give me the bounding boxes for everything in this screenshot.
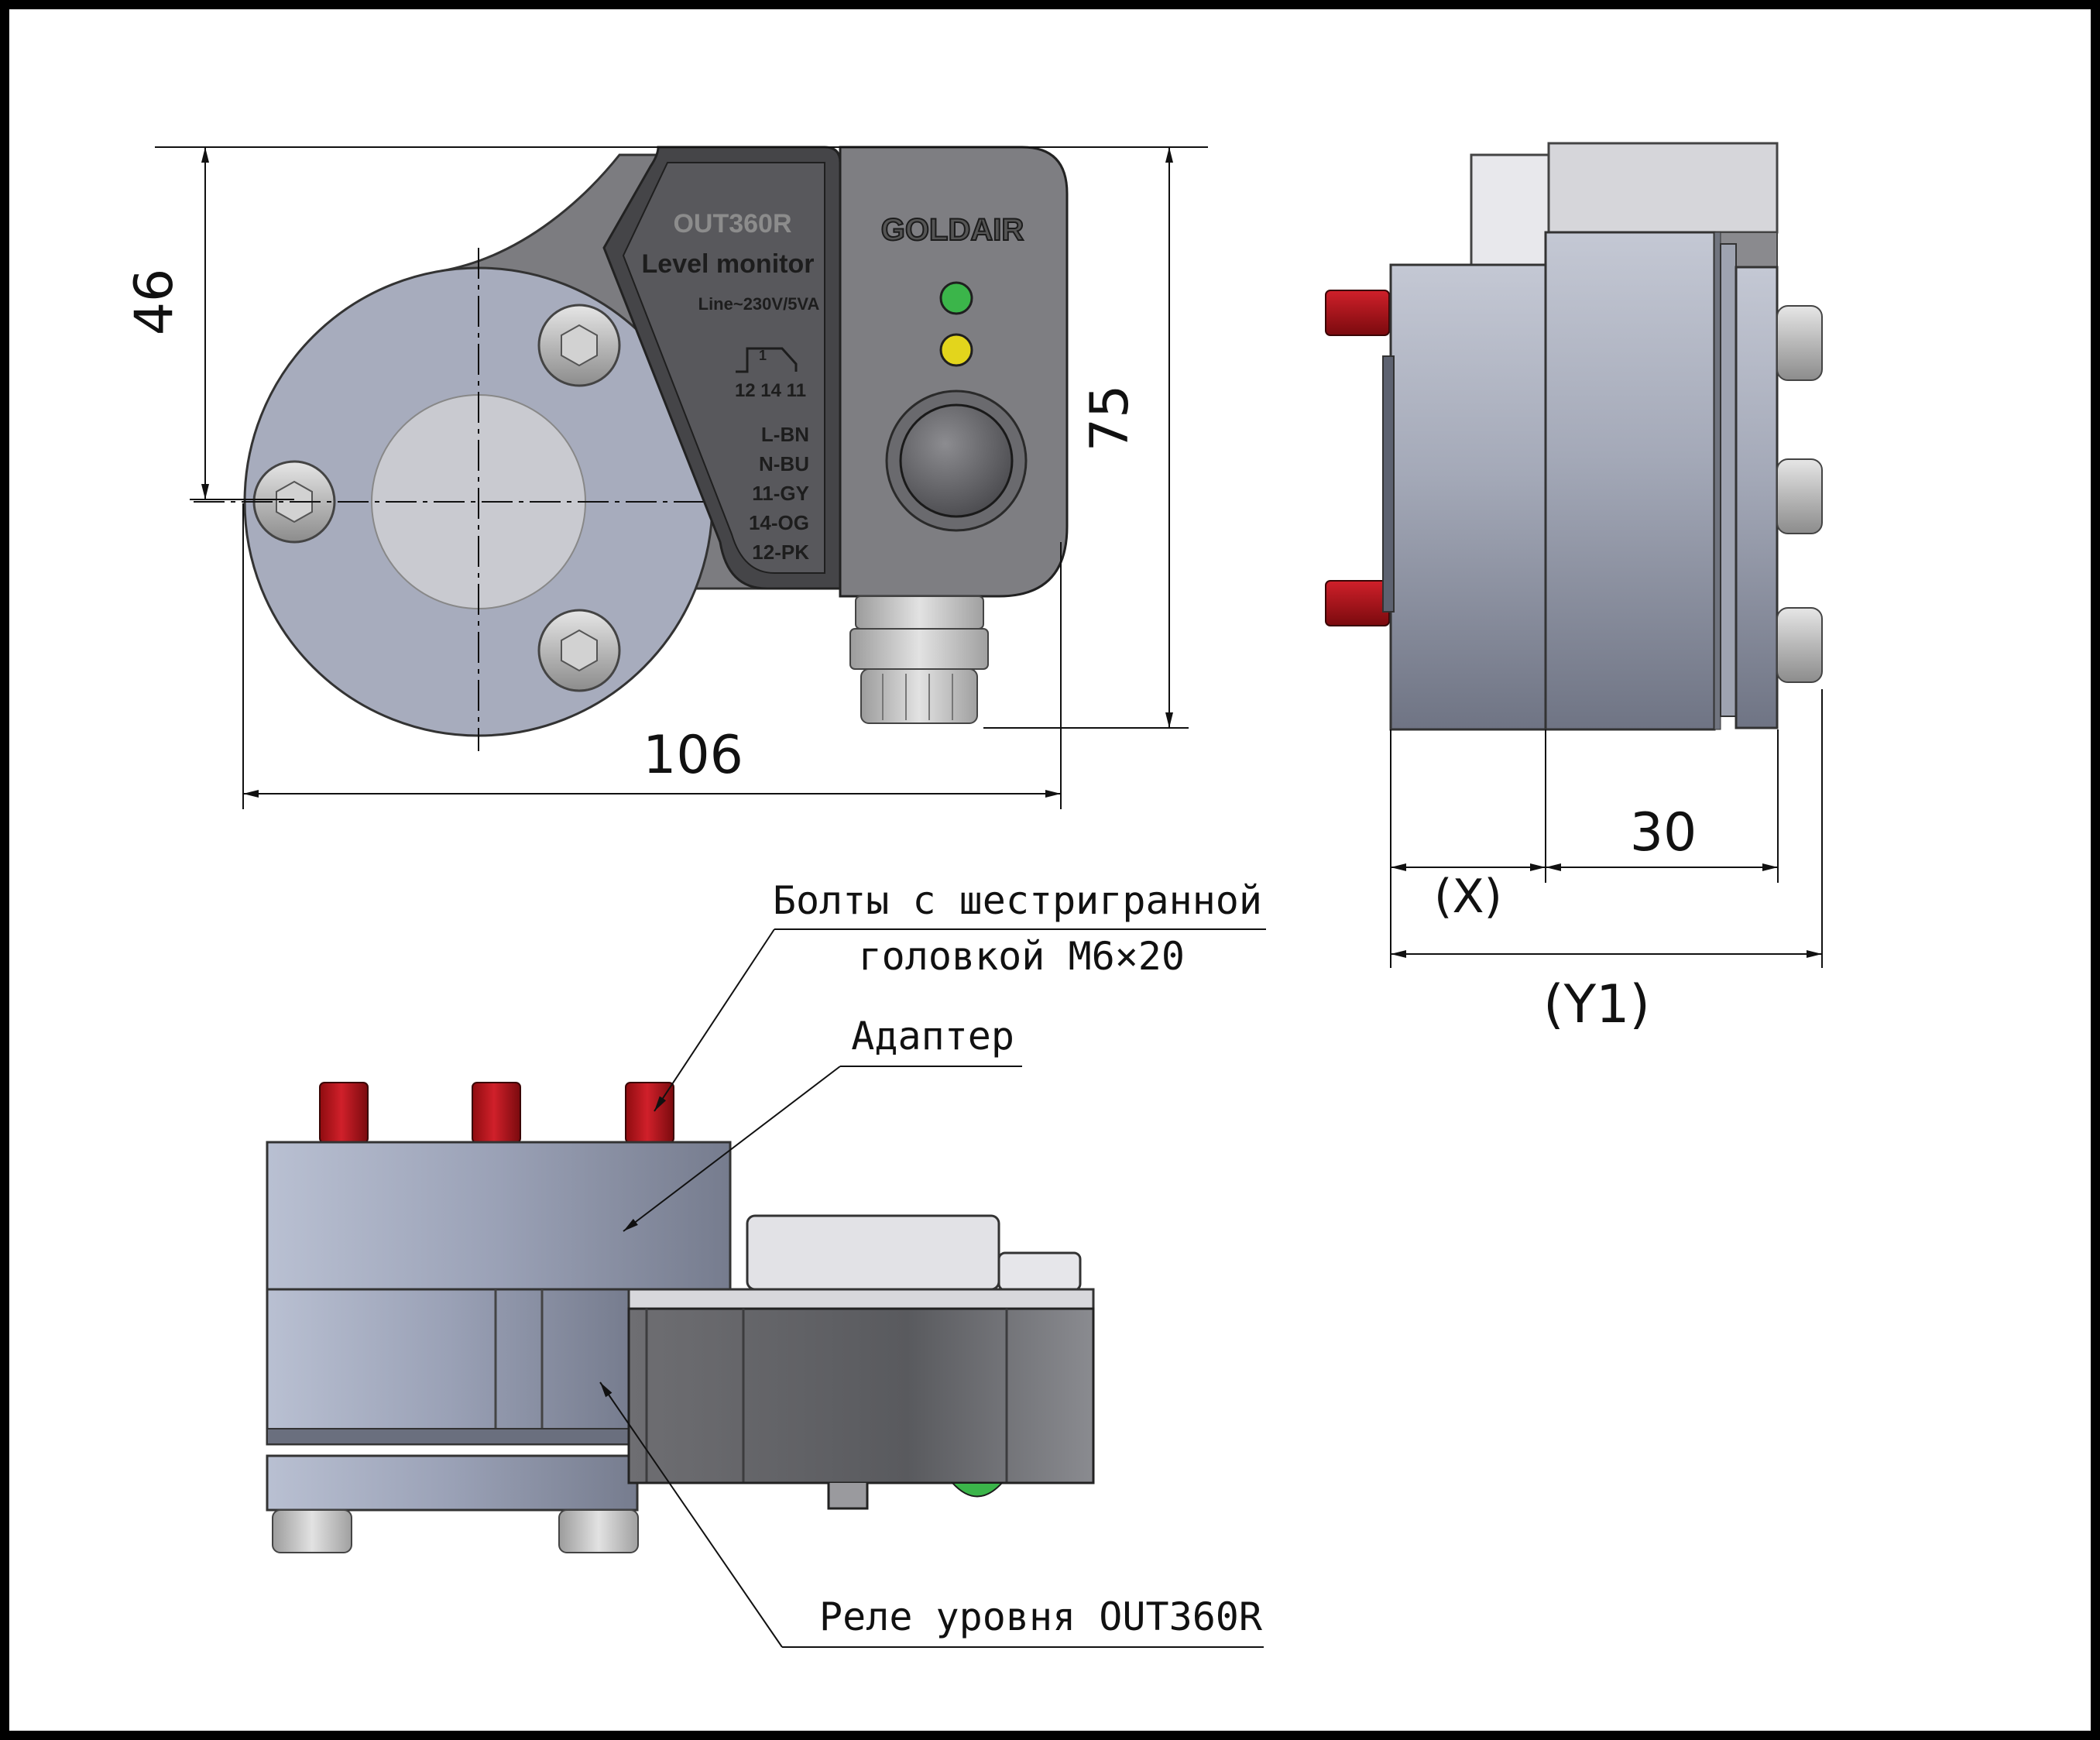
callout-adapter: Адаптер [851,1014,1014,1059]
faceplate-wire-2: N-BU [759,452,809,475]
bottom-relay-top-cap [746,1214,1000,1291]
dim-30-text: 30 [1630,802,1697,863]
led-yellow-icon [939,333,973,367]
bottom-led-icon [950,1482,1004,1498]
bottom-steel-bolt-1 [272,1509,352,1553]
bottom-flange-block [266,1288,633,1446]
led-green-icon [939,281,973,315]
side-steel-bolt-2 [1776,458,1823,534]
side-steel-bolt-1 [1776,305,1823,381]
side-view: 30 (X) (Y1) [1325,142,1823,1035]
brand-logo: GOLDAIR [881,213,1024,247]
dim-x-text: (X) [1434,870,1502,924]
side-base-plate [1735,266,1779,729]
dim-106-text: 106 [643,725,743,786]
bottom-view [266,1082,1095,1553]
side-adapter-ridge [1382,355,1395,613]
side-top-cap [1470,153,1558,269]
callout-bolts-line1: Болты с шестригранной [773,878,1262,923]
dimension-75: 75 [983,147,1189,729]
cable-gland [849,595,989,724]
side-relay-body [1544,231,1716,731]
dimension-106: 106 [242,503,1062,809]
side-steel-bolt-3 [1776,607,1823,683]
bottom-gland-stub [997,1251,1082,1292]
dimension-46: 46 [124,146,1208,500]
faceplate-wire-1: L-BN [761,423,809,446]
bottom-steel-bolt-2 [558,1509,639,1553]
side-red-bolt-bottom [1325,580,1390,626]
callouts: Болты с шестригранной головкой M6×20 Ада… [599,878,1266,1648]
faceplate-relay-number: 1 [759,348,767,363]
bottom-relay-body [627,1307,1095,1484]
faceplate-text: OUT360R Level monitor Line~230V/5VA 1 12… [642,209,820,564]
dimension-x: (X) [1391,863,1546,924]
faceplate-wire-5: 12-PK [752,541,809,564]
relay-symbol-icon [736,347,798,373]
hex-bolt-top [537,304,621,387]
faceplate-wire-4: 14-OG [749,511,809,534]
callout-bolts-line2: головкой M6×20 [859,934,1185,979]
faceplate-title: Level monitor [642,249,815,279]
side-red-bolt-top [1325,290,1390,336]
test-button [899,403,1014,518]
dim-75-text: 75 [1079,385,1141,452]
bottom-red-bolt-2 [472,1082,521,1144]
bottom-adapter [266,1141,732,1291]
bottom-base-plate [266,1454,639,1512]
callout-relay: Реле уровня OUT360R [819,1594,1263,1639]
dimension-y1: (Y1) [1391,950,1822,1035]
side-adapter [1389,263,1547,731]
faceplate-relay-pins: 12 14 11 [735,380,806,401]
side-relay-flange [1720,243,1737,717]
dimension-30: 30 [1546,802,1778,871]
bottom-red-bolt-1 [319,1082,369,1144]
dim-46-text: 46 [124,269,185,336]
faceplate-model: OUT360R [673,209,791,239]
faceplate-supply: Line~230V/5VA [698,294,820,314]
side-top-housing [1547,142,1779,234]
dim-y1-text: (Y1) [1543,974,1650,1035]
label-panel-inner [622,162,825,574]
hex-bolt-bottom [537,609,621,692]
faceplate-wire-3: 11-GY [752,482,809,505]
front-view: OUT360R Level monitor Line~230V/5VA 1 12… [124,146,1208,809]
